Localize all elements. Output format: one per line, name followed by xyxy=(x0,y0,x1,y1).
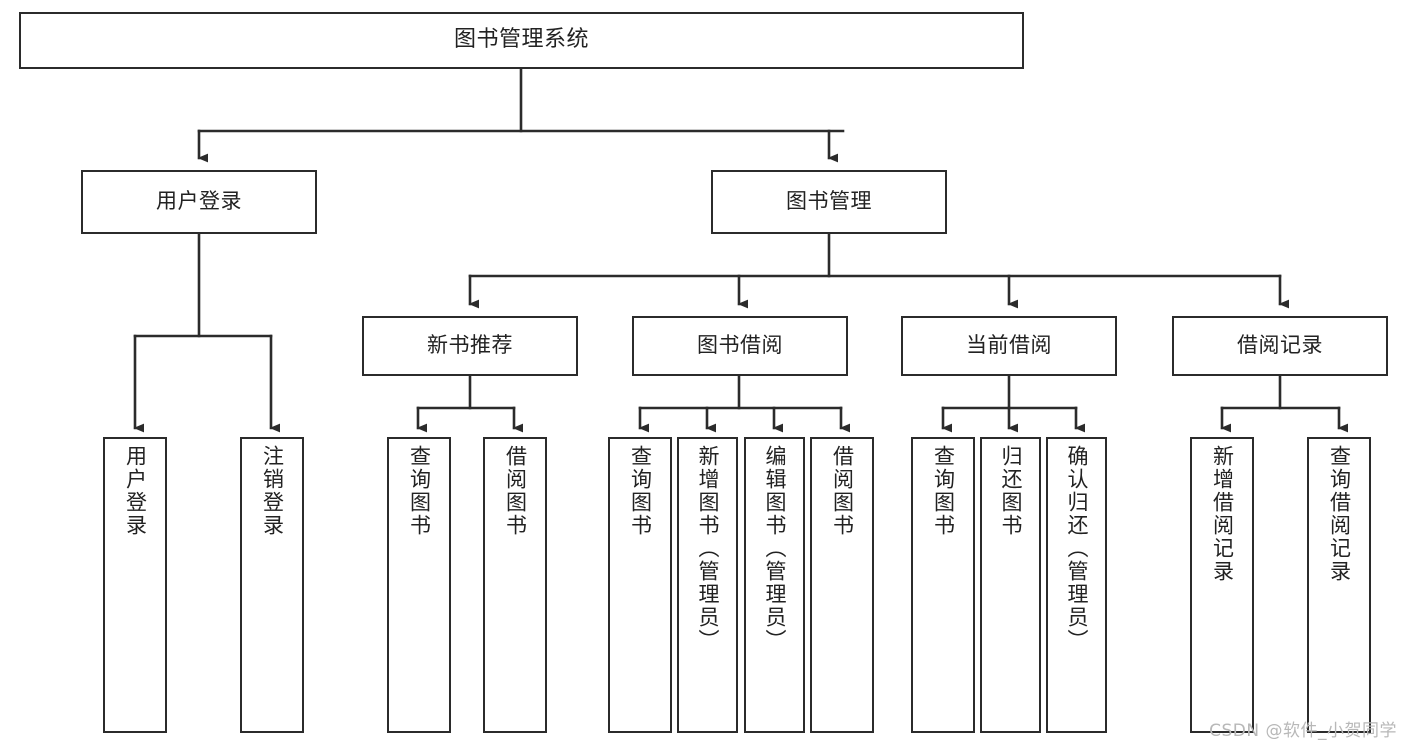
leaf-borrow-book-borrow[interactable]: 借阅图书 xyxy=(810,437,874,733)
node-current-borrow[interactable]: 当前借阅 xyxy=(901,316,1117,376)
node-user-login[interactable]: 用户登录 xyxy=(81,170,317,234)
leaf-query-book-borrow[interactable]: 查询图书 xyxy=(608,437,672,733)
node-label: 注销登录 xyxy=(260,445,285,537)
csdn-watermark: CSDN @软件_小贺同学 xyxy=(1209,721,1397,741)
node-label: 图书管理系统 xyxy=(453,27,589,53)
leaf-user-logout[interactable]: 注销登录 xyxy=(240,437,304,733)
node-label: 查询图书 xyxy=(931,445,956,537)
leaf-query-book-recommend[interactable]: 查询图书 xyxy=(387,437,451,733)
leaf-return-book[interactable]: 归还图书 xyxy=(980,437,1041,733)
node-label: 查询图书 xyxy=(407,445,432,537)
node-label: 查询借阅记录 xyxy=(1327,445,1352,583)
leaf-query-book-current[interactable]: 查询图书 xyxy=(911,437,975,733)
node-borrow-record[interactable]: 借阅记录 xyxy=(1172,316,1388,376)
leaf-add-book-admin[interactable]: 新增图书（管理员） xyxy=(677,437,738,733)
node-label: 确认归还（管理员） xyxy=(1065,445,1089,652)
leaf-query-borrow-record[interactable]: 查询借阅记录 xyxy=(1307,437,1371,733)
leaf-borrow-book-recommend[interactable]: 借阅图书 xyxy=(483,437,547,733)
node-label: 新增图书（管理员） xyxy=(696,445,720,652)
node-label: 借阅图书 xyxy=(503,445,528,537)
leaf-edit-book-admin[interactable]: 编辑图书（管理员） xyxy=(744,437,805,733)
leaf-confirm-return-admin[interactable]: 确认归还（管理员） xyxy=(1046,437,1107,733)
leaf-user-login[interactable]: 用户登录 xyxy=(103,437,167,733)
node-label: 借阅记录 xyxy=(1237,333,1323,358)
node-label: 图书管理 xyxy=(786,189,872,214)
leaf-add-borrow-record[interactable]: 新增借阅记录 xyxy=(1190,437,1254,733)
node-book-borrow[interactable]: 图书借阅 xyxy=(632,316,848,376)
node-label: 编辑图书（管理员） xyxy=(763,445,787,652)
node-label: 归还图书 xyxy=(999,445,1023,537)
node-label: 借阅图书 xyxy=(830,445,855,537)
node-label: 当前借阅 xyxy=(966,333,1052,358)
node-label: 新增借阅记录 xyxy=(1210,445,1235,583)
node-book-management[interactable]: 图书管理 xyxy=(711,170,947,234)
node-label: 查询图书 xyxy=(628,445,653,537)
node-root-book-management-system[interactable]: 图书管理系统 xyxy=(19,12,1024,69)
node-label: 新书推荐 xyxy=(427,333,513,358)
node-label: 用户登录 xyxy=(156,189,242,214)
node-new-book-recommend[interactable]: 新书推荐 xyxy=(362,316,578,376)
node-label: 用户登录 xyxy=(123,445,148,537)
node-label: 图书借阅 xyxy=(697,333,783,358)
